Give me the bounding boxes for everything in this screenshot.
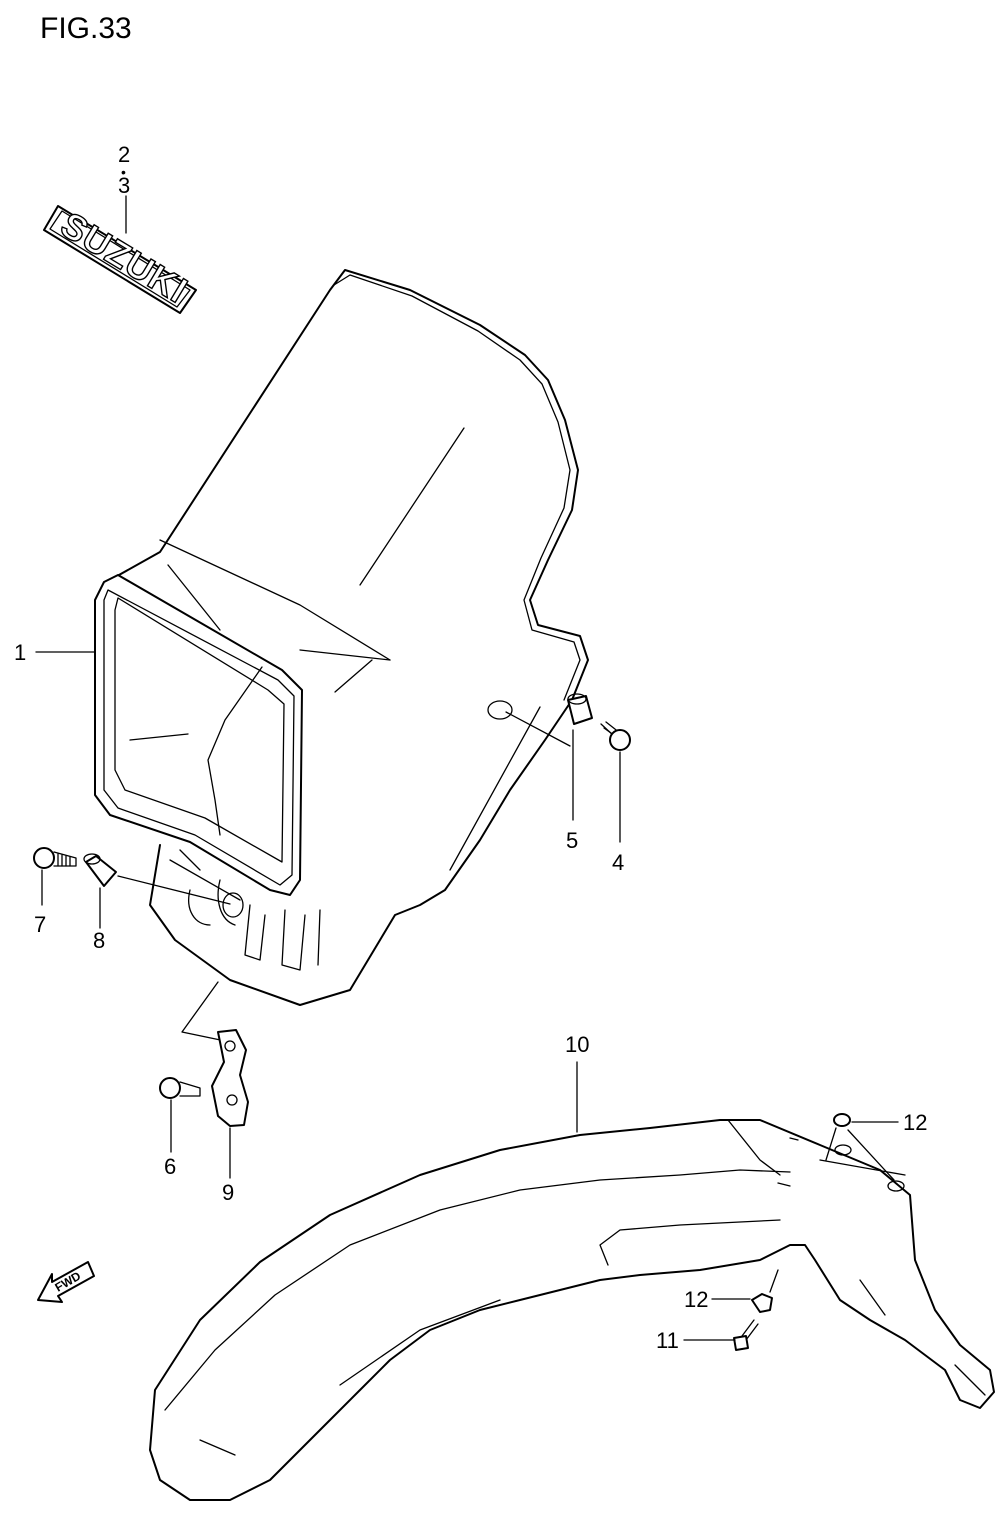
grommet-part-12-upper [825,1113,895,1181]
callout-1: 1 [14,640,26,665]
collar-part-8 [83,853,117,887]
callout-9: 9 [222,1180,234,1205]
callout-3: 3 [118,173,130,198]
callout-5: 5 [566,828,578,853]
bolt-part-11 [733,1319,759,1351]
callout-2-3-separator: • [121,164,126,180]
screw-part-7 [33,847,77,869]
callout-8: 8 [93,928,105,953]
headlight-housing [94,269,589,1006]
callout-10: 10 [565,1032,589,1057]
leader-collar-8 [117,875,231,905]
leader-1-grommet [505,711,571,747]
suzuki-emblem-decal: SUZUKI [43,203,197,314]
collar-part-5 [567,693,593,725]
emblem-text: SUZUKI [54,204,195,311]
grommet-part-12-lower [751,1269,779,1313]
screw-part-6 [159,1077,201,1099]
leader-lines [35,195,899,1341]
bracket-part-9 [211,1029,249,1127]
callout-6: 6 [164,1154,176,1179]
callout-4: 4 [612,850,624,875]
forward-arrow-icon: FWD [37,1261,95,1303]
leader-bracket [181,981,231,1043]
screw-part-4 [600,721,631,751]
callout-7: 7 [34,912,46,937]
callout-2: 2 [118,142,130,167]
figure-title: FIG.33 [40,12,132,45]
callout-12-upper: 12 [903,1110,927,1135]
front-fender [149,1119,995,1501]
callout-12-lower: 12 [684,1287,708,1312]
callout-11: 11 [656,1328,679,1353]
